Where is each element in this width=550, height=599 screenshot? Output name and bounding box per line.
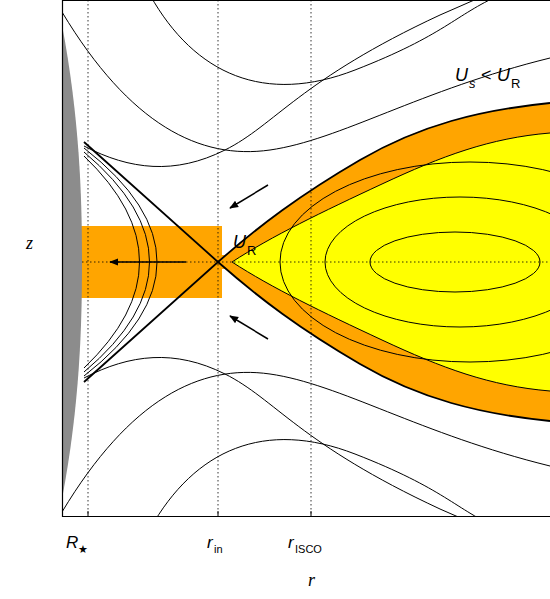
flow-arrow [110, 185, 268, 339]
axis-ticks [88, 511, 311, 517]
potential-subscript: R [247, 244, 256, 257]
potential-subscript: R [511, 77, 520, 90]
plot-frame [63, 1, 550, 517]
axis-label: z [26, 234, 33, 252]
axis-label: r [308, 571, 315, 589]
radius-subscript: in [214, 544, 223, 555]
potential-symbol: U [455, 66, 468, 84]
radius-symbol: r [207, 534, 213, 551]
radius-subscript: ISCO [295, 544, 322, 555]
potential-subscript: s [469, 77, 476, 90]
critical-equipotential [84, 103, 550, 421]
potential-symbol: U [233, 233, 246, 251]
guide-lines [62, 0, 550, 517]
radius-symbol: R [66, 534, 78, 551]
radius-subscript: ★ [78, 544, 88, 555]
radius-symbol: r [288, 534, 294, 551]
potential-symbol: U [497, 66, 510, 84]
star-surface [62, 25, 82, 499]
comparison-sign: < [481, 66, 492, 84]
open-equipotentials [62, 0, 550, 517]
